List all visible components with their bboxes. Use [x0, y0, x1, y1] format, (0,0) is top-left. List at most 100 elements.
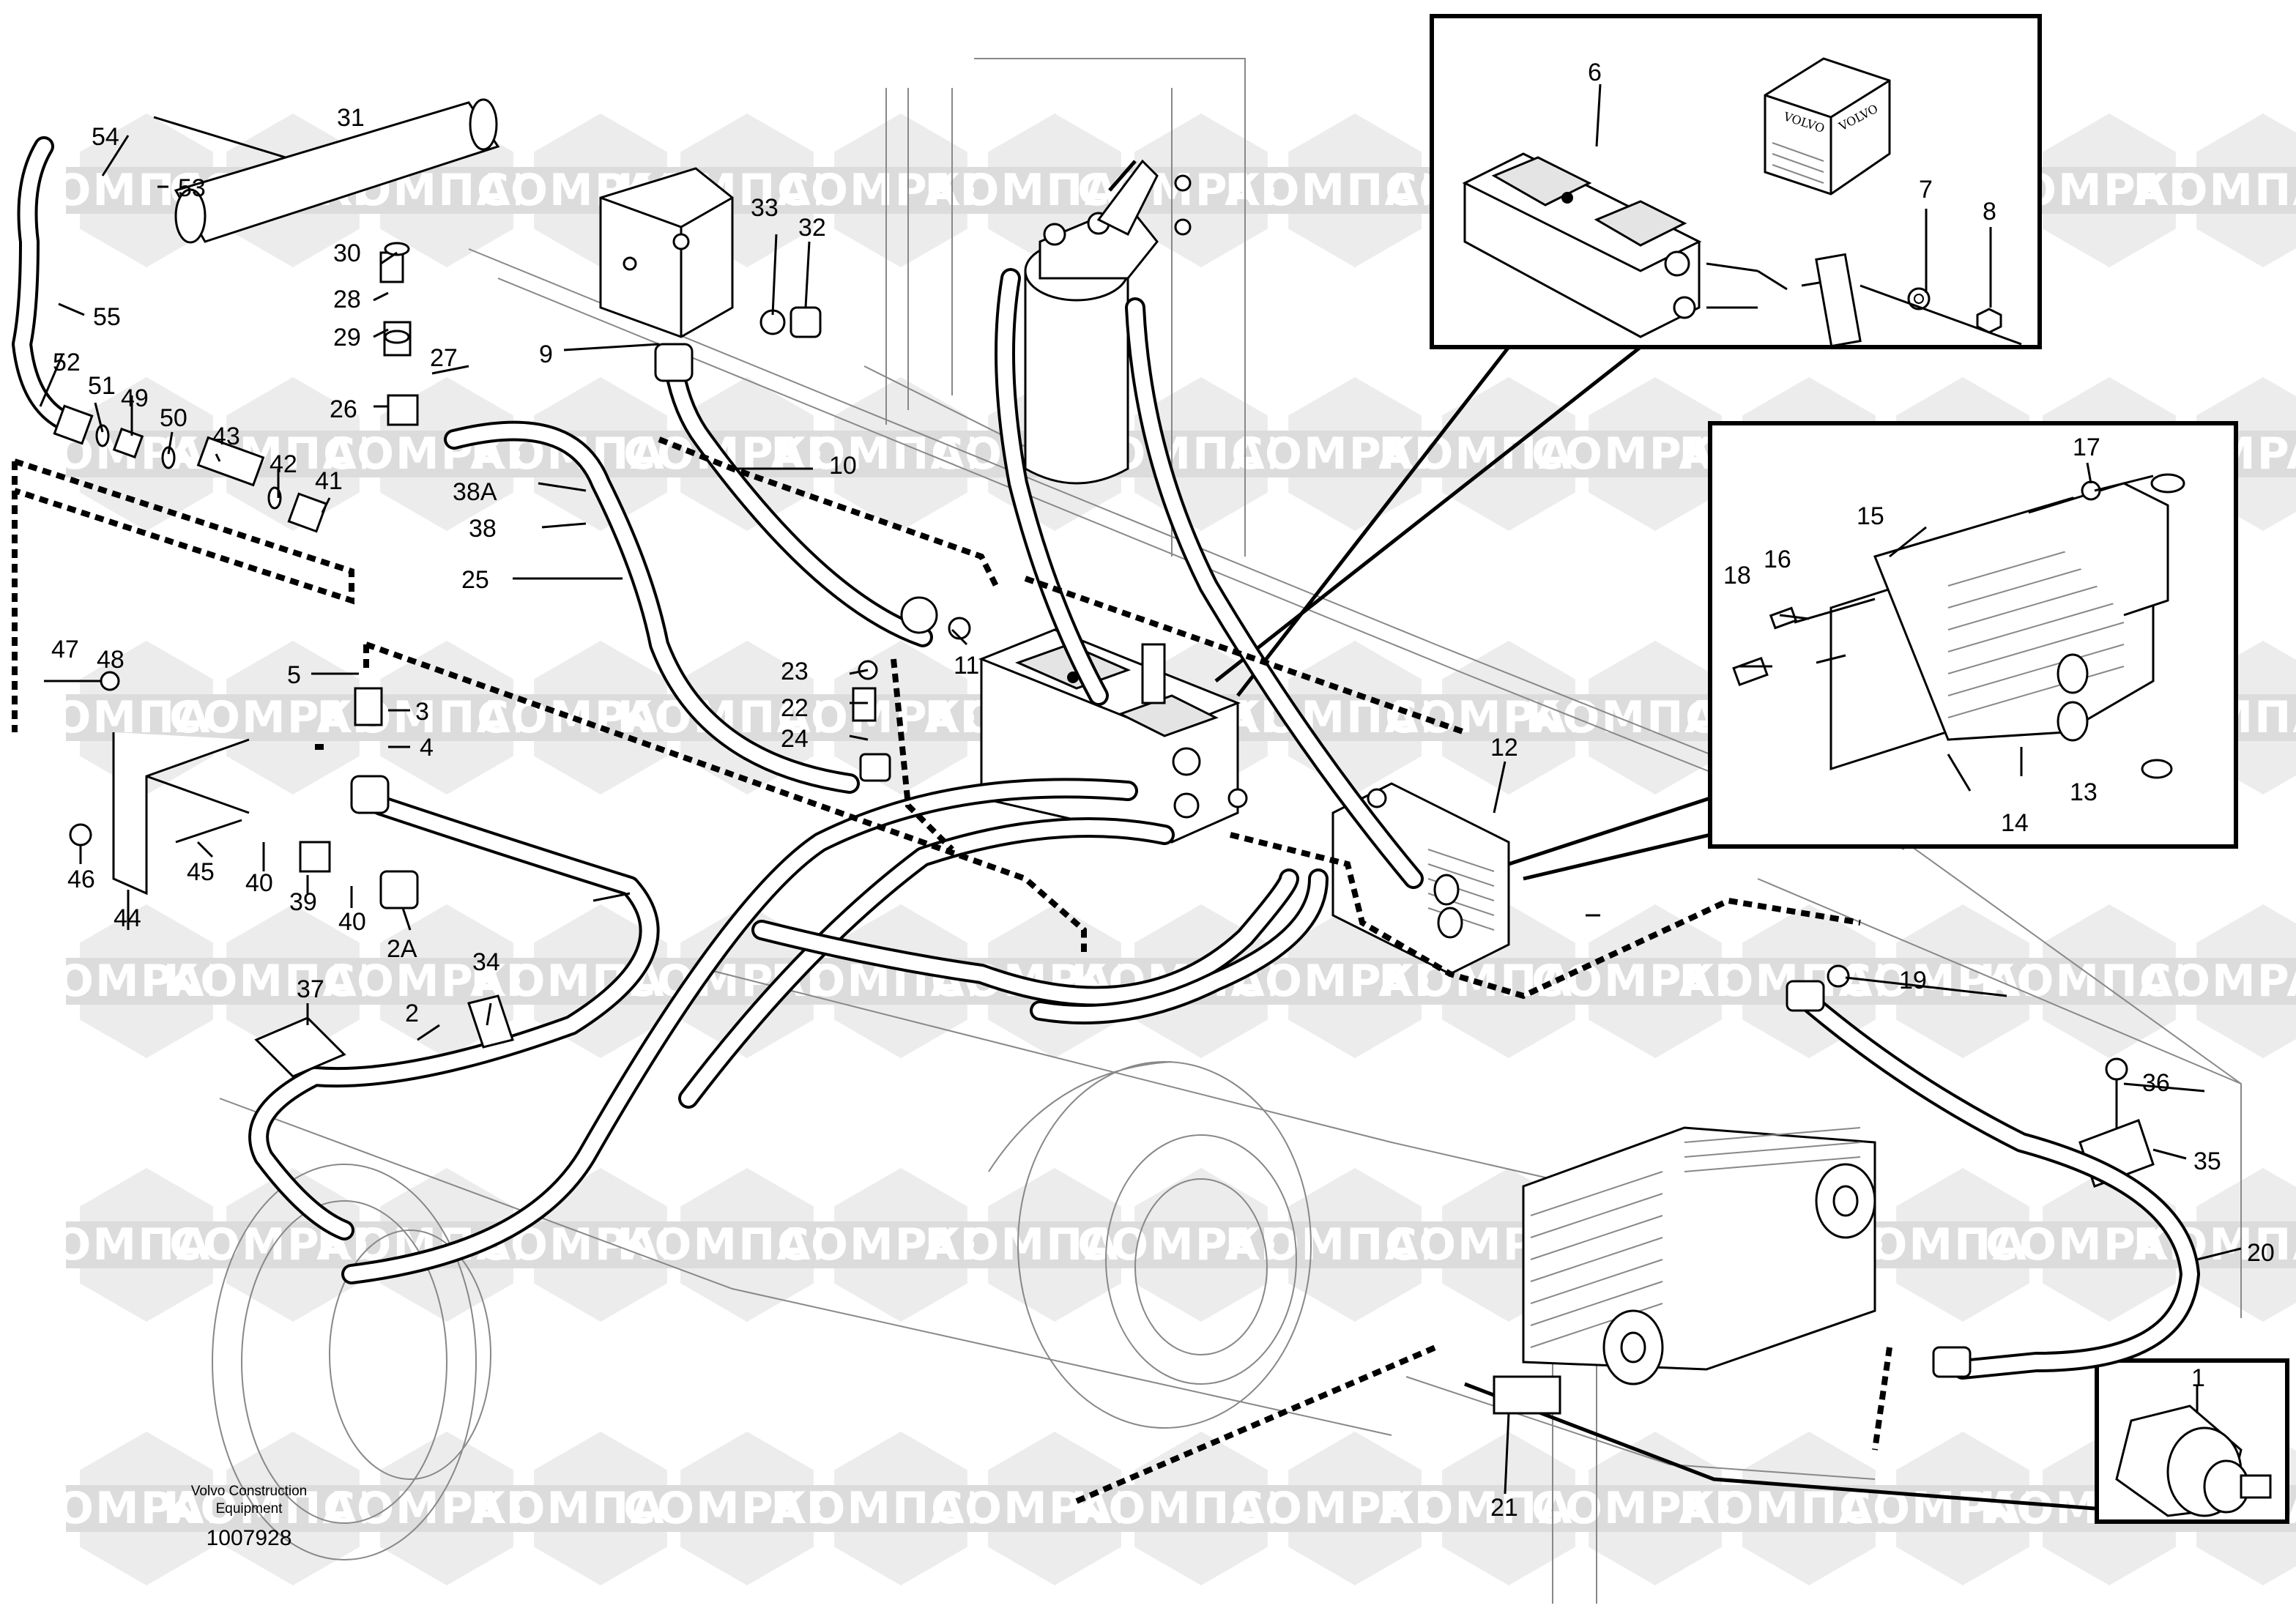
- watermark-band: [366, 958, 527, 1005]
- callout-29: 29: [333, 324, 361, 351]
- watermark-band: [66, 958, 227, 1005]
- watermark-band: [666, 1485, 828, 1532]
- inset-box-motor: [2095, 1358, 2289, 1524]
- callout-37: 37: [297, 975, 324, 1003]
- watermark-band: [2029, 167, 2190, 214]
- watermark-band: [1274, 1221, 1435, 1268]
- inset-leaders: [1214, 346, 2095, 1511]
- watermark-band: [520, 694, 681, 741]
- callout-11: 11: [954, 652, 979, 680]
- watermark-band: [820, 1221, 981, 1268]
- watermark-text: КОМПАРТ: [2133, 165, 2296, 216]
- callout-38a: 38A: [453, 478, 497, 506]
- watermark-band: [1428, 431, 1589, 477]
- watermark-band: [820, 1485, 981, 1532]
- watermark-band: [1728, 1485, 1890, 1532]
- watermark-band: [66, 1221, 227, 1268]
- callout-12: 12: [1490, 734, 1518, 762]
- callout-48: 48: [97, 646, 125, 674]
- watermark-band: [66, 1485, 227, 1532]
- callout-20: 20: [2247, 1239, 2275, 1267]
- callout-40a: 40: [245, 869, 273, 897]
- callout-55: 55: [93, 303, 121, 331]
- callout-2: 2: [405, 1000, 419, 1027]
- watermark-band: [1428, 1485, 1589, 1532]
- callout-49: 49: [121, 384, 149, 412]
- callout-4: 4: [420, 734, 434, 762]
- callout-45: 45: [187, 858, 215, 886]
- watermark-band: [212, 1485, 374, 1532]
- callout-26: 26: [330, 395, 357, 423]
- callout-33: 33: [751, 194, 779, 222]
- watermark-band: [1274, 167, 1435, 214]
- watermark-band: [2182, 167, 2296, 214]
- callout-3: 3: [415, 698, 429, 726]
- callout-23: 23: [781, 658, 809, 685]
- callout-22: 22: [781, 694, 809, 722]
- watermark-band: [2182, 958, 2296, 1005]
- footer-drawing-number: 1007928: [207, 1526, 292, 1550]
- watermark-text: COMPART: [2139, 956, 2296, 1007]
- callout-39: 39: [289, 888, 317, 916]
- callout-2a: 2A: [387, 935, 417, 963]
- callout-21: 21: [1490, 1494, 1518, 1522]
- callout-47: 47: [51, 636, 79, 663]
- watermark-band: [212, 694, 374, 741]
- watermark-band: [2029, 958, 2190, 1005]
- callout-7: 7: [1919, 176, 1933, 204]
- inset-box-valve: VOLVO VOLVO: [1430, 14, 2042, 349]
- watermark-band: [2182, 1221, 2296, 1268]
- watermark-band: [366, 694, 527, 741]
- watermark-band: [1121, 1221, 1282, 1268]
- callout-41: 41: [315, 467, 343, 495]
- callout-40b: 40: [338, 908, 366, 936]
- callout-6: 6: [1588, 59, 1602, 86]
- callout-8: 8: [1983, 198, 1996, 226]
- callout-10: 10: [829, 452, 857, 480]
- watermark-band: [1274, 431, 1435, 477]
- watermark-band: [366, 1485, 527, 1532]
- callout-28: 28: [333, 286, 361, 313]
- callout-9: 9: [539, 341, 553, 368]
- callout-5: 5: [287, 661, 301, 689]
- phantom-lines: [12, 436, 1892, 1504]
- hoses: [12, 98, 2200, 1380]
- main-components: [599, 159, 2155, 1415]
- callout-16: 16: [1764, 546, 1791, 573]
- watermark-band: [1274, 1485, 1435, 1532]
- footer-block: Volvo Construction Equipment 1007928: [191, 1484, 307, 1550]
- fittings: [44, 242, 1972, 1378]
- callout-leaders: [39, 83, 2242, 1495]
- callout-15: 15: [1857, 502, 1884, 530]
- machine-frame: [212, 58, 2242, 1604]
- callout-51: 51: [88, 372, 116, 400]
- watermark-band: [1575, 1485, 1736, 1532]
- callout-24: 24: [781, 725, 809, 753]
- watermark-band: [520, 1485, 681, 1532]
- callout-14: 14: [2001, 809, 2029, 837]
- footer-maker-line1: Volvo Construction: [191, 1484, 307, 1499]
- callout-30: 30: [333, 239, 361, 267]
- watermark-band: [1274, 958, 1435, 1005]
- callout-19: 19: [1899, 967, 1927, 994]
- callout-25: 25: [461, 566, 489, 594]
- callout-1: 1: [2191, 1364, 2205, 1392]
- callout-42: 42: [270, 450, 297, 478]
- callout-31: 31: [337, 104, 365, 132]
- callout-13: 13: [2070, 778, 2098, 806]
- watermark-text: КОМПАРТ: [2133, 1219, 2296, 1270]
- watermark-band: [666, 1221, 828, 1268]
- watermark-band: [1575, 958, 1736, 1005]
- callout-43: 43: [212, 423, 240, 450]
- watermark-band: [820, 431, 981, 477]
- callout-17: 17: [2073, 434, 2100, 461]
- callout-18: 18: [1723, 562, 1751, 589]
- callout-35: 35: [2193, 1147, 2221, 1175]
- callout-46: 46: [67, 866, 95, 893]
- callout-53: 53: [178, 174, 206, 202]
- watermark-band: [66, 431, 227, 477]
- watermark-band: [820, 167, 981, 214]
- watermark-band: [212, 958, 374, 1005]
- callout-36: 36: [2142, 1069, 2170, 1097]
